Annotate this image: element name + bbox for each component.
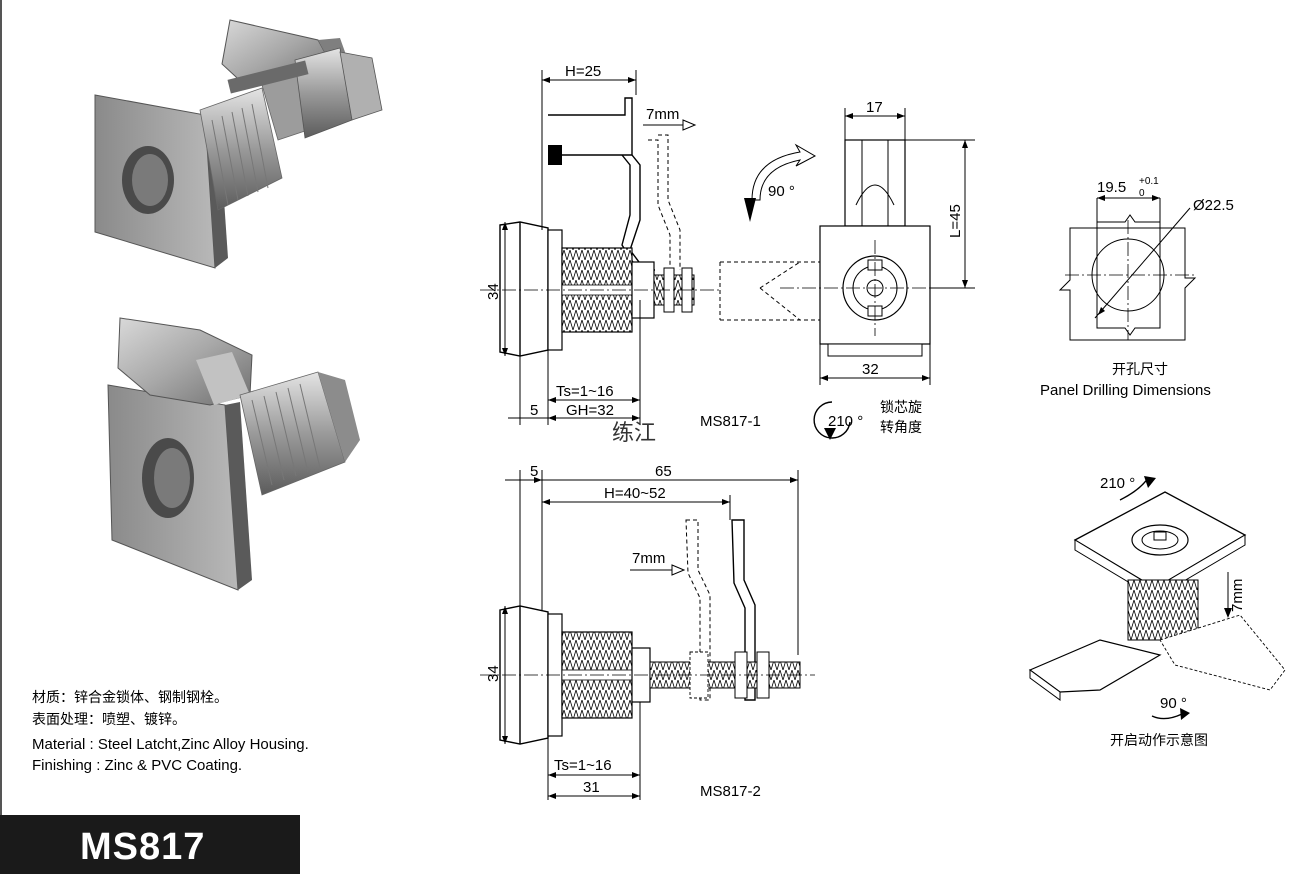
rot-label-line2: 转角度 [880,420,922,436]
caption-ms817-2: MS817-2 [700,783,761,800]
tol-zero: 0 [1139,188,1145,199]
spec-material-en: Material : Steel Latcht,Zinc Alloy Housi… [32,736,309,753]
dim2-stroke-7mm: 7mm [632,550,665,567]
drill-title-zh: 开孔尺寸 [1112,362,1168,378]
tol-plus: +0.1 [1139,176,1159,187]
iso-stroke-7mm: 7mm [1229,579,1246,612]
dim-height-34: 34 [485,283,502,300]
watermark: 练江 [612,421,656,446]
dim-drill-19-5: 19.5 [1097,179,1126,196]
side-view-ms817-1: H=25 7mm 34 Ts=1~1 [480,63,761,446]
spec-material-zh: 材质：锌合金锁体、钢制钢栓。 [32,690,228,706]
side-view-ms817-2: 5 65 H=40~52 7mm 34 Ts=1 [480,463,815,800]
dim-flange-5: 5 [530,402,538,419]
iso-turn-90: 90 ° [1160,695,1187,712]
dim-ts-1-16: Ts=1~16 [556,383,614,400]
sheet-border [0,0,2,815]
dim-body-31: 31 [583,779,600,796]
front-view: 17 L=45 32 90 ° [719,99,975,440]
product-render-top [94,19,383,269]
product-render-bottom [107,317,360,591]
caption-ms817-1: MS817-1 [700,413,761,430]
rot-210-deg: 210 ° [828,413,863,430]
model-number: MS817 [80,826,206,868]
dim2-height-34: 34 [485,665,502,682]
dim-dia-22-5: Ø22.5 [1193,197,1234,214]
drill-title-en: Panel Drilling Dimensions [1040,382,1211,399]
rot-label-line1: 锁芯旋 [880,400,922,416]
panel-drilling-view: 19.5 +0.1 0 Ø22.5 开孔尺寸 Panel Drilling Di… [1040,176,1234,399]
isometric-operation-view: 210 ° 7mm 90 ° 开启动作示意图 [1028,475,1286,749]
iso-rot-210: 210 ° [1100,475,1135,492]
dim-overall-65: 65 [655,463,672,480]
dim-width-32: 32 [862,361,879,378]
dim-h-25: H=25 [565,63,601,80]
dim-h-40-52: H=40~52 [604,485,666,502]
dim-length-45: L=45 [947,204,964,238]
dim-width-17: 17 [866,99,883,116]
dim2-ts-1-16: Ts=1~16 [554,757,612,774]
turn-90-deg: 90 ° [768,183,795,200]
dim-stroke-7mm: 7mm [646,106,679,123]
spec-finish-zh: 表面处理：喷塑、镀锌。 [32,712,186,728]
iso-caption: 开启动作示意图 [1110,732,1208,749]
dim2-flange-5: 5 [530,463,538,480]
spec-finish-en: Finishing : Zinc & PVC Coating. [32,757,243,774]
model-badge [0,815,300,874]
dim-gh-32: GH=32 [566,402,614,419]
